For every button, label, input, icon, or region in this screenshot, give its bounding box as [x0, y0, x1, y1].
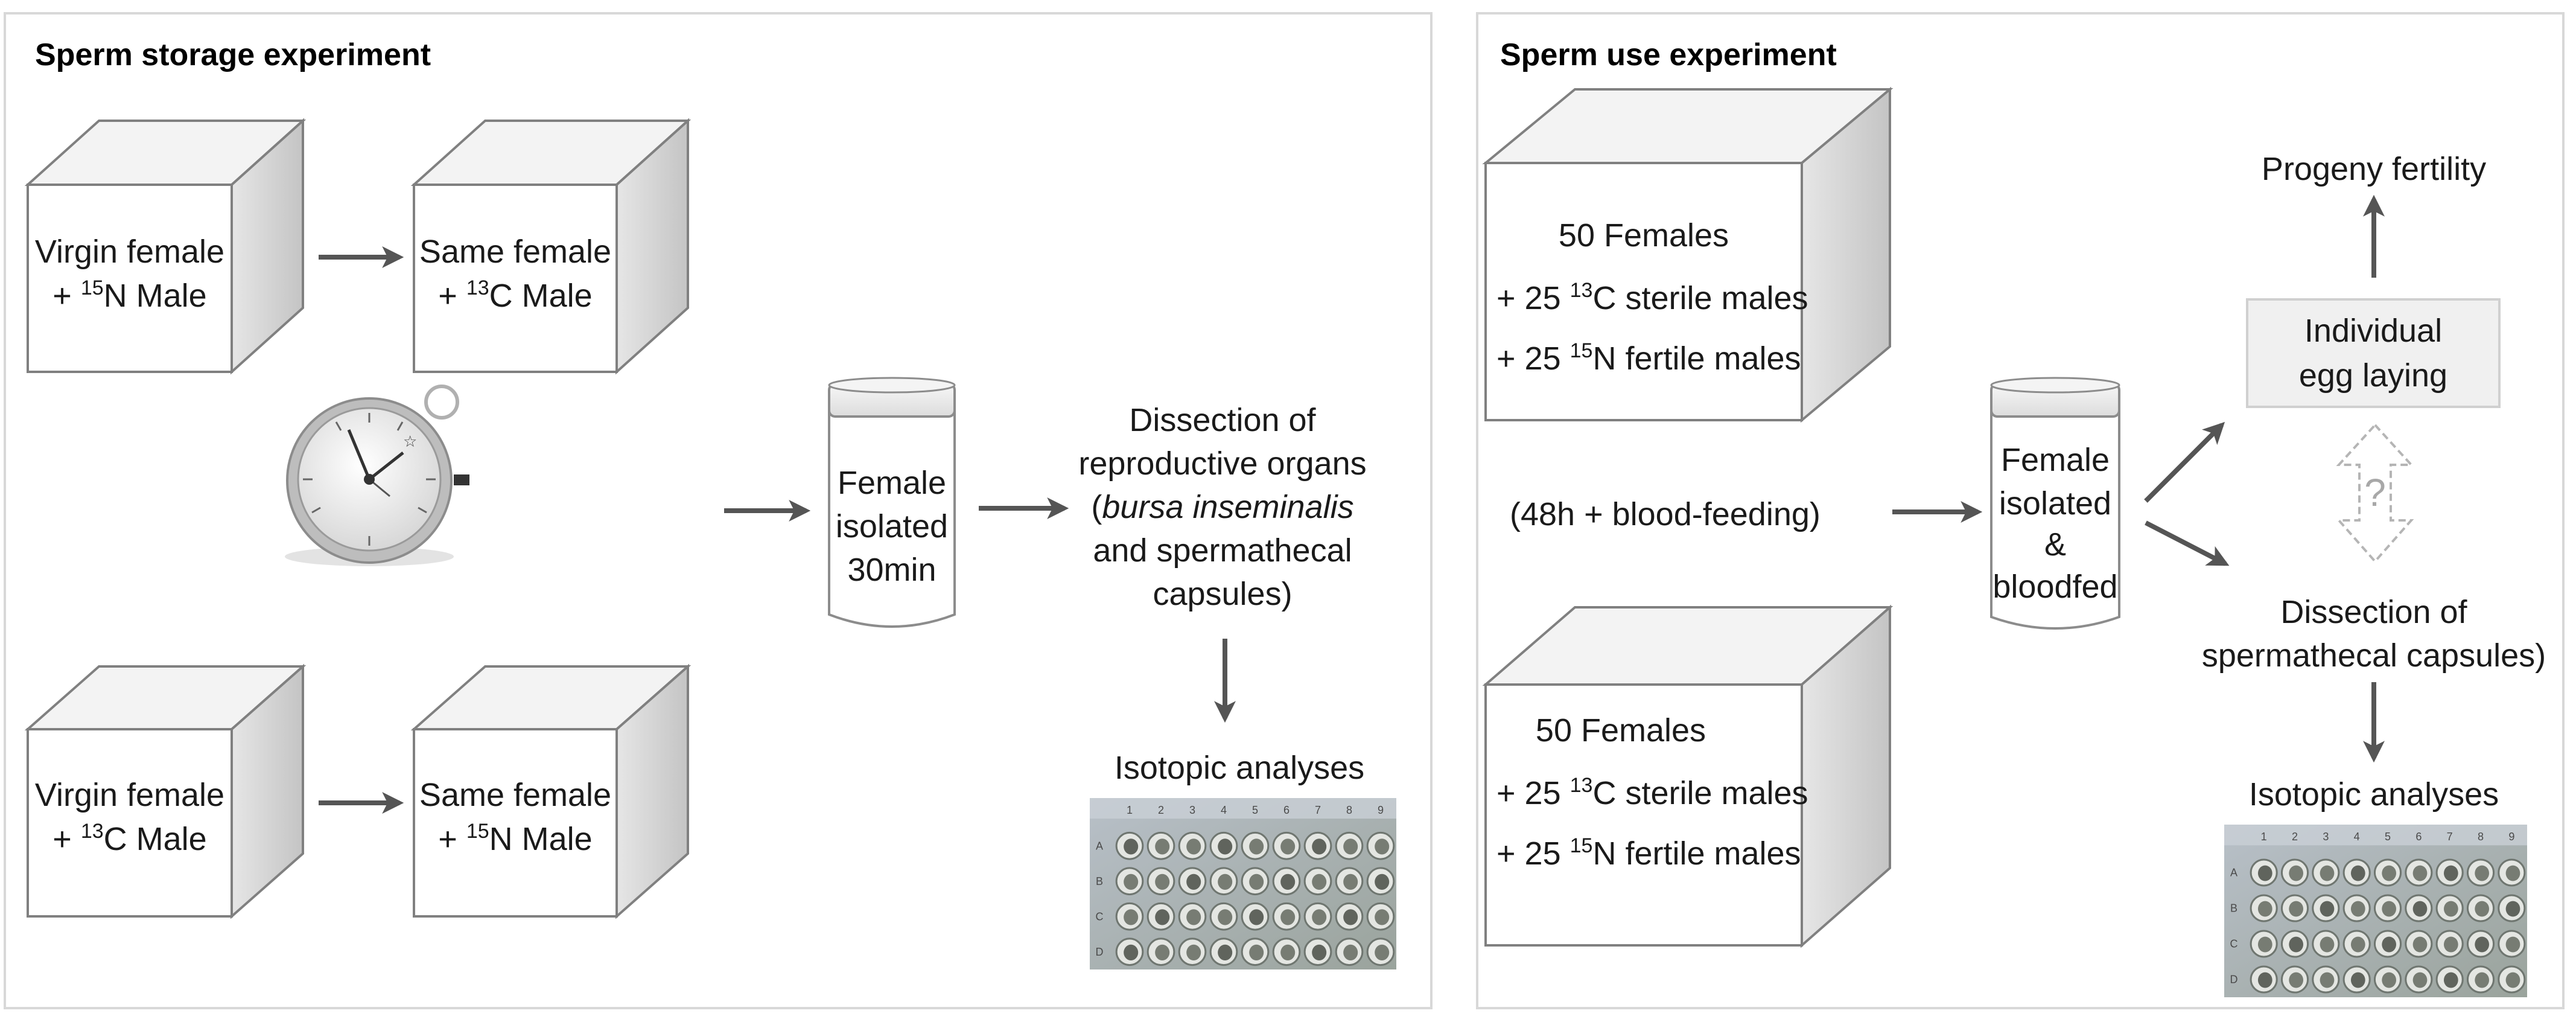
plate-column-label: 8 — [1346, 804, 1352, 816]
cube-same-female-13c: Same female + 13C Male — [410, 118, 692, 375]
svg-text:egg laying: egg laying — [2299, 357, 2447, 394]
cube-label-line1: Same female — [419, 777, 611, 813]
arrow-to-dissection — [2145, 520, 2230, 566]
svg-text:+ 25 13C sterile males: + 25 13C sterile males — [1496, 279, 1808, 316]
isotopic-analyses-label: Isotopic analyses — [2249, 776, 2499, 813]
plate-column-label: 7 — [1315, 804, 1321, 816]
plate-column-label: 7 — [2447, 831, 2453, 843]
panel-title: Sperm storage experiment — [35, 37, 431, 72]
cube-50-females-top: 50 Females + 25 13C sterile males + 25 1… — [1482, 86, 1894, 423]
cube-label-line2: + 15N Male — [438, 820, 592, 857]
tube-label-line4: bloodfed — [1992, 569, 2117, 605]
plate-column-label: 1 — [2261, 831, 2267, 843]
plate-column-label: 2 — [2292, 831, 2298, 843]
tube-label-line2: isolated — [1999, 485, 2111, 522]
bidirectional-arrow-icon: ? — [2336, 423, 2414, 564]
cube-label-line2: + 13C Male — [438, 276, 592, 314]
tube-label-line3: 30min — [847, 552, 936, 588]
svg-text:50 Females: 50 Females — [1536, 712, 1706, 749]
plate-column-label: 6 — [2415, 831, 2422, 843]
svg-text:50 Females: 50 Females — [1559, 217, 1729, 254]
well-plate-photo: 1 2 3 4 5 6 7 8 9A B C D — [1090, 798, 1396, 969]
tube-label-line2: isolated — [836, 508, 948, 545]
plate-column-label: 3 — [1189, 804, 1195, 816]
plate-row-label: D — [1096, 946, 1104, 958]
dissection-text: Dissection of reproductive organs (bursa… — [1078, 402, 1366, 612]
plate-column-label: 8 — [2478, 831, 2484, 843]
dissection-label-line2: spermathecal capsules) — [2202, 637, 2546, 674]
plate-column-label: 5 — [1252, 804, 1258, 816]
plate-row-label: C — [2230, 938, 2238, 950]
plate-row-label: A — [1096, 840, 1103, 852]
cube-virgin-female-15n: Virgin female + 15N Male — [24, 118, 307, 375]
plate-column-label: 4 — [2354, 831, 2360, 843]
isolation-tube-icon: Female isolated 30min — [828, 377, 956, 628]
plate-column-label: 1 — [1127, 804, 1133, 816]
svg-text:reproductive organs: reproductive organs — [1078, 446, 1366, 482]
tube-label-line3: & — [2044, 526, 2066, 563]
plate-row-label: D — [2230, 974, 2238, 986]
isotopic-analyses-label: Isotopic analyses — [1115, 750, 1364, 786]
cube-label-line2: + 15N Male — [52, 276, 206, 314]
svg-text:+ 25 13C sterile males: + 25 13C sterile males — [1496, 774, 1808, 811]
svg-text:(bursa inseminalis: (bursa inseminalis — [1091, 489, 1353, 525]
svg-text:Dissection of: Dissection of — [1129, 402, 1316, 438]
tube-label-line1: Female — [2001, 442, 2110, 478]
isolation-tube-icon: Female isolated & bloodfed — [1990, 377, 2120, 630]
panel-title: Sperm use experiment — [1500, 37, 1837, 72]
plate-row-label: B — [1096, 875, 1103, 887]
cube-label-line1: Same female — [419, 234, 611, 270]
plate-row-label: C — [1096, 910, 1104, 922]
plate-column-label: 4 — [1221, 804, 1227, 816]
well-plate-photo: 1 2 3 4 5 6 7 8 9A B C D — [2224, 825, 2527, 997]
dissection-label-line1: Dissection of — [2280, 594, 2467, 630]
plate-column-label: 3 — [2323, 831, 2329, 843]
cube-label-line1: Virgin female — [35, 234, 224, 270]
cube-same-female-15n: Same female + 15N Male — [410, 663, 692, 919]
plate-row-label: B — [2230, 902, 2237, 915]
plate-column-label: 9 — [2508, 831, 2514, 843]
svg-text:Individual: Individual — [2304, 313, 2442, 349]
stopwatch-icon: ☆ — [285, 385, 469, 566]
egg-laying-box: Individual egg laying — [2246, 298, 2501, 408]
sperm-use-panel: Sperm use experiment 50 Females + 25 13C… — [1476, 12, 2565, 1009]
progeny-fertility-label: Progeny fertility — [2262, 151, 2486, 187]
svg-text:☆: ☆ — [403, 433, 417, 451]
blood-feeding-label: (48h + blood-feeding) — [1510, 496, 1821, 532]
svg-text:and spermathecal: and spermathecal — [1093, 532, 1352, 569]
plate-row-label: A — [2230, 867, 2237, 879]
sperm-storage-panel: Sperm storage experiment Virgin female +… — [4, 12, 1433, 1009]
question-mark: ? — [2364, 471, 2386, 514]
plate-column-label: 6 — [1283, 804, 1290, 816]
svg-text:capsules): capsules) — [1153, 576, 1292, 612]
cube-label-line1: Virgin female — [35, 777, 224, 813]
cube-label-line2: + 13C Male — [52, 820, 206, 857]
svg-text:+ 25 15N fertile males: + 25 15N fertile males — [1496, 834, 1801, 872]
tube-label-line1: Female — [838, 465, 946, 501]
cube-virgin-female-13c: Virgin female + 13C Male — [24, 663, 307, 919]
cube-50-females-bottom: 50 Females + 25 13C sterile males + 25 1… — [1482, 604, 1894, 948]
plate-column-label: 9 — [1378, 804, 1384, 816]
plate-column-label: 2 — [1158, 804, 1164, 816]
arrow-to-egg-laying — [2144, 421, 2225, 503]
plate-column-label: 5 — [2385, 831, 2391, 843]
svg-text:+ 25 15N fertile males: + 25 15N fertile males — [1496, 339, 1801, 377]
